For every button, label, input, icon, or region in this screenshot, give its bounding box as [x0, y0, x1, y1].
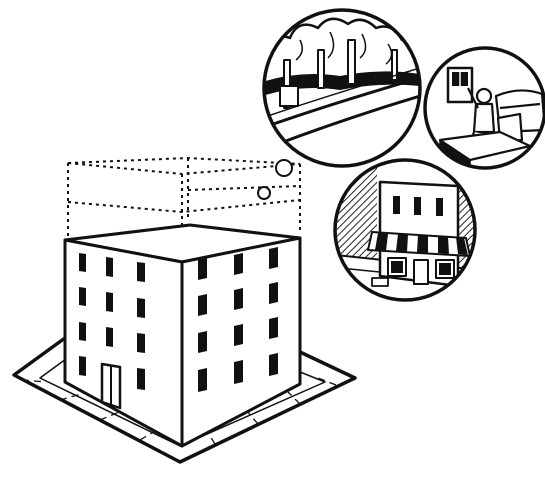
storefront-bubble: [335, 160, 500, 300]
thought-bubble-medium: [276, 160, 292, 176]
park-scene-bubble: [262, 10, 420, 166]
thought-bubble-small: [258, 187, 270, 199]
home-interior-bubble: [425, 48, 545, 168]
building-door: [102, 364, 120, 408]
